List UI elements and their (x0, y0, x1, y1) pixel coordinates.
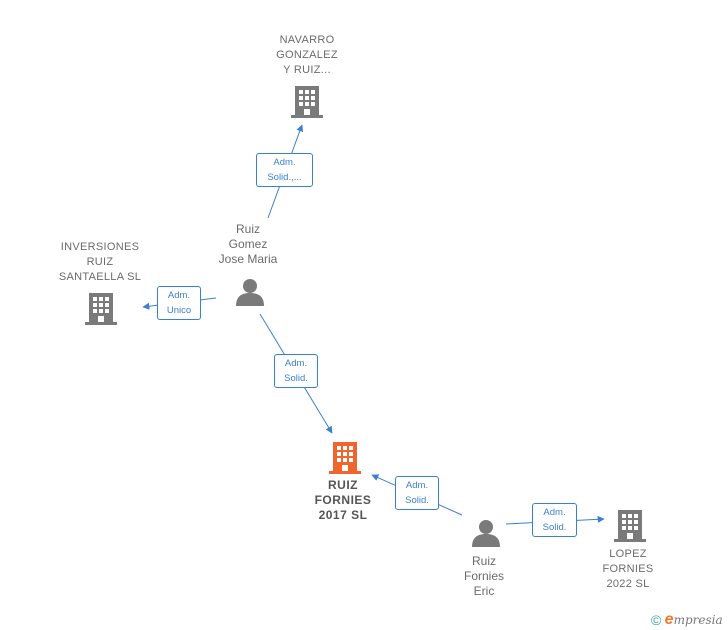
ruiz-gomez-label-line-2: Gomez (228, 237, 268, 251)
inversiones-label-line-3: SANTAELLA SL (58, 271, 142, 283)
building-icon[interactable] (85, 291, 117, 326)
ruiz-fornies-2017-label-line-1: RUIZ (328, 478, 358, 492)
ruiz-fornies-eric-label-line-1: Ruiz (471, 554, 496, 568)
edge-label-line-1: Adm. (405, 480, 429, 491)
ruiz-gomez-label-line-3: Jose Maria (218, 252, 278, 266)
ruiz-gomez-label: Ruiz Gomez Jose Maria (188, 222, 308, 267)
lopez-label-line-2: FORNIES (602, 563, 654, 575)
edge-label-line-1: Adm. (543, 507, 566, 518)
ruiz-fornies-2017-label-line-2: FORNIES (314, 493, 372, 507)
lopez-label-line-3: 2022 SL (606, 578, 650, 590)
empresia-logo: © empresia (651, 611, 723, 629)
edge-label-ruiz-gomez-ruiz-fornies-2017[interactable]: Adm. Solid. (274, 354, 318, 388)
navarro-label: NAVARRO GONZALEZ Y RUIZ... (247, 33, 367, 78)
lopez-label-line-1: LOPEZ (609, 548, 647, 560)
edge-label-line-2: Solid.,... (267, 172, 302, 183)
ruiz-gomez-label-line-1: Ruiz (235, 222, 260, 236)
edge-label-line-2: Solid. (405, 495, 429, 506)
edge-label-ruiz-gomez-inversiones[interactable]: Adm. Unico (157, 286, 201, 320)
ruiz-fornies-2017-label: RUIZ FORNIES 2017 SL (283, 478, 403, 523)
edge-label-line-2: Solid. (542, 522, 567, 533)
navarro-label-line-2: GONZALEZ (276, 49, 338, 61)
edge-label-ruiz-gomez-navarro[interactable]: Adm. Solid.,... (256, 153, 313, 187)
ruiz-fornies-2017-label-line-3: 2017 SL (318, 508, 368, 522)
inversiones-label-line-1: INVERSIONES (60, 241, 140, 253)
copyright-symbol: © (651, 612, 662, 628)
person-icon[interactable] (235, 277, 265, 307)
edge-label-line-1: Adm. (273, 157, 296, 168)
edge-label-eric-ruiz-fornies-2017[interactable]: Adm. Solid. (395, 476, 439, 510)
ruiz-fornies-eric-label: Ruiz Fornies Eric (424, 554, 544, 599)
navarro-label-line-3: Y RUIZ... (283, 64, 331, 76)
inversiones-label-line-2: RUIZ (86, 256, 114, 268)
building-icon[interactable] (614, 508, 646, 543)
navarro-label-line-1: NAVARRO (279, 34, 335, 46)
building-icon[interactable] (329, 440, 361, 475)
inversiones-label: INVERSIONES RUIZ SANTAELLA SL (40, 240, 160, 285)
edge-label-line-1: Adm. (167, 290, 191, 301)
edge-label-eric-lopez[interactable]: Adm. Solid. (532, 503, 577, 537)
building-icon[interactable] (291, 84, 323, 119)
ruiz-fornies-eric-label-line-3: Eric (473, 584, 495, 598)
edge-label-line-2: Solid. (284, 373, 308, 384)
person-icon[interactable] (471, 518, 501, 548)
edge-label-line-2: Unico (166, 305, 192, 316)
ruiz-fornies-eric-label-line-2: Fornies (463, 569, 504, 583)
edge-label-line-1: Adm. (284, 358, 308, 369)
logo-text: mpresia (673, 613, 723, 627)
logo-initial: e (664, 611, 674, 628)
lopez-label: LOPEZ FORNIES 2022 SL (568, 547, 688, 592)
